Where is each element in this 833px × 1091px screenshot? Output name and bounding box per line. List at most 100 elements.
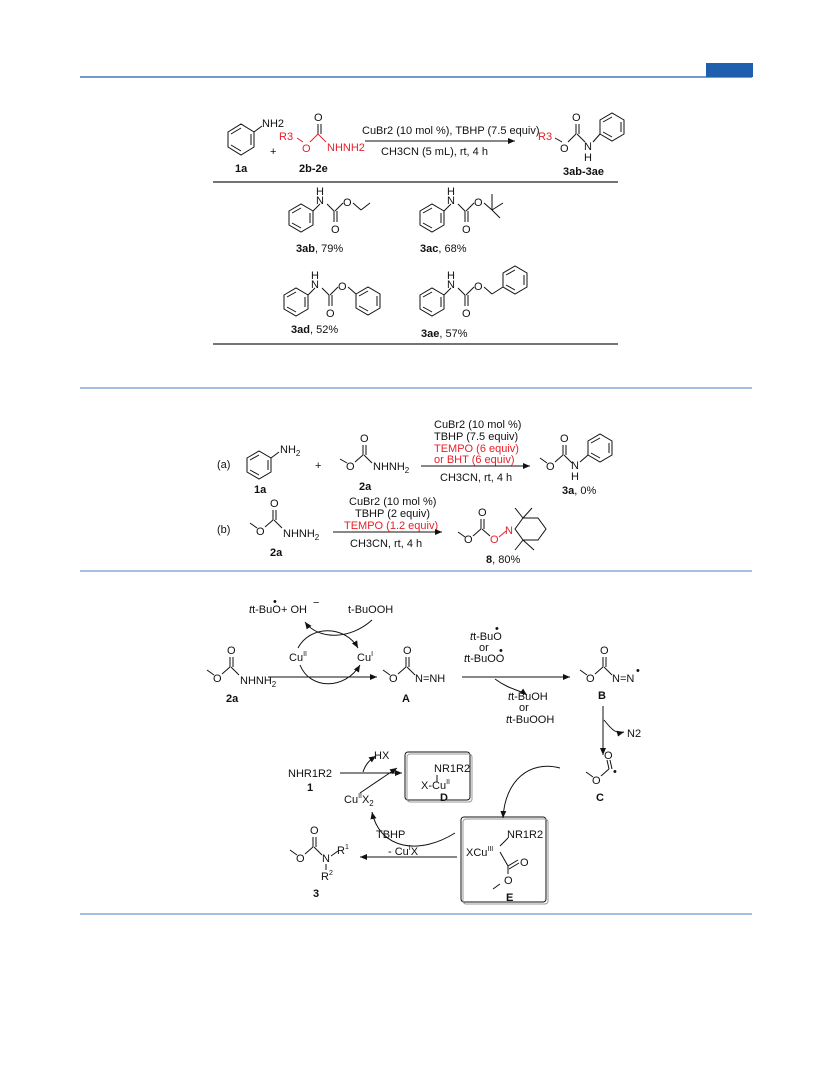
svg-text:•: • — [636, 665, 640, 677]
svg-text:O: O — [474, 281, 483, 293]
tag-b: (b) — [217, 524, 230, 536]
ester-oxygen: O — [302, 143, 311, 155]
cond-a-1: CuBr2 (10 mol %) — [434, 419, 521, 431]
svg-text:O: O — [462, 308, 471, 320]
int-d-group: NR1R2 — [434, 763, 470, 775]
product-8: O O O N 8, 80% — [457, 507, 547, 566]
intermediate-b: O O N=N • B — [579, 645, 640, 702]
svg-text:O: O — [474, 197, 483, 209]
curved-arrow — [500, 765, 561, 819]
svg-text:O: O — [464, 534, 473, 546]
diazene-group: N=NH — [415, 673, 445, 685]
svg-text:N: N — [571, 460, 579, 472]
svg-text:O: O — [586, 673, 595, 685]
svg-text:N: N — [447, 195, 455, 207]
scheme-2: (a) NH2 1a + O O NHNH2 2a CuBr2 (10 mol … — [217, 419, 613, 566]
r3-group: R3 — [279, 131, 293, 143]
intermediate-label: D — [440, 792, 448, 804]
intermediate-label: E — [506, 892, 513, 904]
header-tab — [706, 63, 753, 77]
svg-text:R2: R2 — [321, 870, 333, 883]
svg-text:N: N — [505, 525, 513, 537]
svg-text:O: O — [213, 673, 222, 685]
intermediate-c: O O • C — [585, 750, 617, 804]
svg-text:3ae, 57%: 3ae, 57% — [421, 328, 468, 340]
oh-minus: + OH — [281, 604, 307, 616]
product-id: 8 — [486, 554, 492, 566]
tbuooh-top: t-BuOOH — [348, 604, 393, 616]
svg-text:H: H — [447, 186, 455, 198]
carbamate-product: R3 O O N H 3ab-3ae — [538, 112, 625, 178]
svg-text:O: O — [346, 461, 355, 473]
oxidant-or: or — [479, 642, 489, 654]
svg-text:O: O — [520, 857, 529, 869]
intermediate-label: A — [402, 693, 410, 705]
svg-text:O: O — [296, 853, 305, 865]
oxidant-1: t-BuO — [473, 631, 502, 643]
svg-text:O: O — [462, 224, 471, 236]
tbuo-radical: t-BuO — [252, 604, 281, 616]
byproduct-1: t-BuOH — [511, 691, 548, 703]
svg-text:−: − — [313, 597, 319, 609]
product-yield: , 79% — [315, 243, 343, 255]
svg-text:O: O — [326, 308, 335, 320]
svg-text:H: H — [447, 270, 455, 282]
svg-text:O: O — [604, 750, 613, 762]
hydrazide-2b-2e: R3 O O NHNH2 2b-2e — [279, 112, 365, 175]
svg-text:H: H — [311, 270, 319, 282]
svg-text:O: O — [560, 143, 569, 155]
svg-text:tt-BuOH: tt-BuOH — [508, 691, 548, 703]
svg-text:N: N — [316, 195, 324, 207]
product-yield: , 52% — [310, 324, 338, 336]
svg-text:O: O — [403, 645, 412, 657]
intermediate-label: C — [596, 792, 604, 804]
conditions-bottom: CH3CN (5 mL), rt, 4 h — [381, 146, 488, 158]
product-id: 3ac — [420, 243, 438, 255]
svg-text:N: N — [447, 279, 455, 291]
intermediate-a: O O N=NH A — [382, 645, 445, 705]
conditions-top: CuBr2 (10 mol %), TBHP (7.5 equiv) — [362, 125, 540, 137]
cond-a-5: CH3CN, rt, 4 h — [440, 472, 512, 484]
product-3a: O O N H 3a, 0% — [539, 433, 613, 497]
r3-group: R3 — [538, 131, 552, 143]
svg-text:tt-BuO: tt-BuO — [470, 631, 502, 643]
hx: HX — [374, 750, 390, 762]
curved-arrow — [494, 678, 528, 696]
tag-a: (a) — [217, 459, 230, 471]
cond-a-3: TEMPO (6 equiv) — [434, 443, 519, 455]
product-3ab: N H O O 3ab, 79% — [288, 186, 371, 255]
int-e-group: NR1R2 — [507, 829, 543, 841]
svg-text:O: O — [490, 534, 499, 546]
byproduct-or: or — [519, 702, 529, 714]
svg-text:•: • — [499, 645, 503, 657]
cond-b-2: TBHP (2 equiv) — [355, 508, 430, 520]
start-2a: O O NHNH2 2a — [206, 645, 277, 705]
svg-text:O: O — [227, 645, 236, 657]
svg-text:O: O — [546, 461, 555, 473]
compound-label: 2b-2e — [299, 163, 328, 175]
product-id: 3ae — [421, 328, 439, 340]
cond-b-4: CH3CN, rt, 4 h — [350, 538, 422, 550]
svg-text:O: O — [338, 281, 347, 293]
product-label: 3 — [313, 888, 319, 900]
svg-text:N: N — [311, 279, 319, 291]
svg-text:O: O — [572, 112, 581, 124]
cond-b-3: TEMPO (1.2 equiv) — [344, 520, 438, 532]
cu-ii-x2: CuIIX2 — [344, 793, 374, 808]
curved-arrow — [362, 755, 377, 773]
plus-sign: + — [270, 146, 276, 158]
byproduct-2: t-BuOOH — [509, 714, 554, 726]
svg-text:O: O — [478, 507, 487, 519]
product-3ad: N H O O 3ad, 52% — [283, 270, 381, 336]
svg-text:8, 80%: 8, 80% — [486, 554, 520, 566]
intermediate-label: B — [598, 690, 606, 702]
hydrazide-2a: O O NHNH2 2a — [339, 433, 410, 493]
n2: N2 — [627, 728, 641, 740]
svg-text:NHNH2: NHNH2 — [240, 675, 277, 689]
product-3ae: N H O O 3ae, 57% — [419, 265, 528, 340]
compound-label: 1a — [254, 484, 267, 496]
aniline-1a: NH2 1a — [227, 118, 284, 175]
svg-text:NH2: NH2 — [280, 444, 301, 458]
svg-text:O: O — [592, 775, 601, 787]
amine-label: 1 — [307, 782, 313, 794]
